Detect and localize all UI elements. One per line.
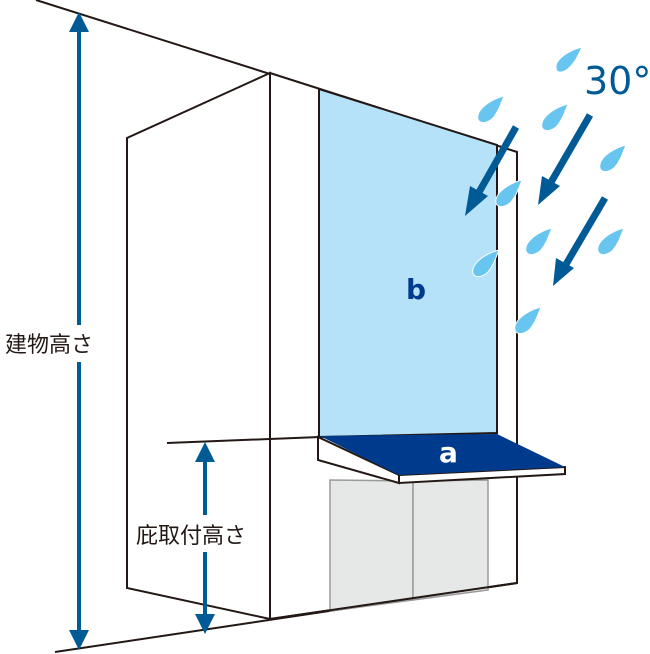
window-wall-b (318, 87, 498, 439)
raindrop-icon (477, 95, 505, 123)
eave-height-label: 庇取付高さ (136, 524, 246, 549)
building-base-line (269, 582, 518, 620)
raindrop-icon (525, 227, 553, 255)
raindrop-icon (597, 227, 625, 255)
door-right (412, 479, 489, 601)
building-height-label: 建物高さ (5, 333, 93, 358)
raindrop-icon (495, 179, 523, 207)
raindrop-icon (599, 144, 627, 172)
window-label-b: b (406, 273, 426, 306)
rain-angle-label: 30° (584, 59, 650, 103)
rain-arrow-icon (465, 125, 520, 216)
raindrop-icon (555, 46, 583, 73)
raindrop-icon (472, 249, 500, 277)
rain-arrow-icon (553, 196, 609, 286)
eave-label-a: a (439, 436, 458, 469)
raindrop-icon (541, 103, 569, 131)
rain-arrow-icon (538, 113, 594, 205)
eave-height-reference-line (166, 436, 321, 444)
rain-direction-arrows (465, 113, 609, 286)
raindrops (472, 46, 627, 334)
eave-top-a (320, 434, 565, 475)
door-left (329, 479, 414, 612)
raindrop-icon (514, 306, 542, 334)
